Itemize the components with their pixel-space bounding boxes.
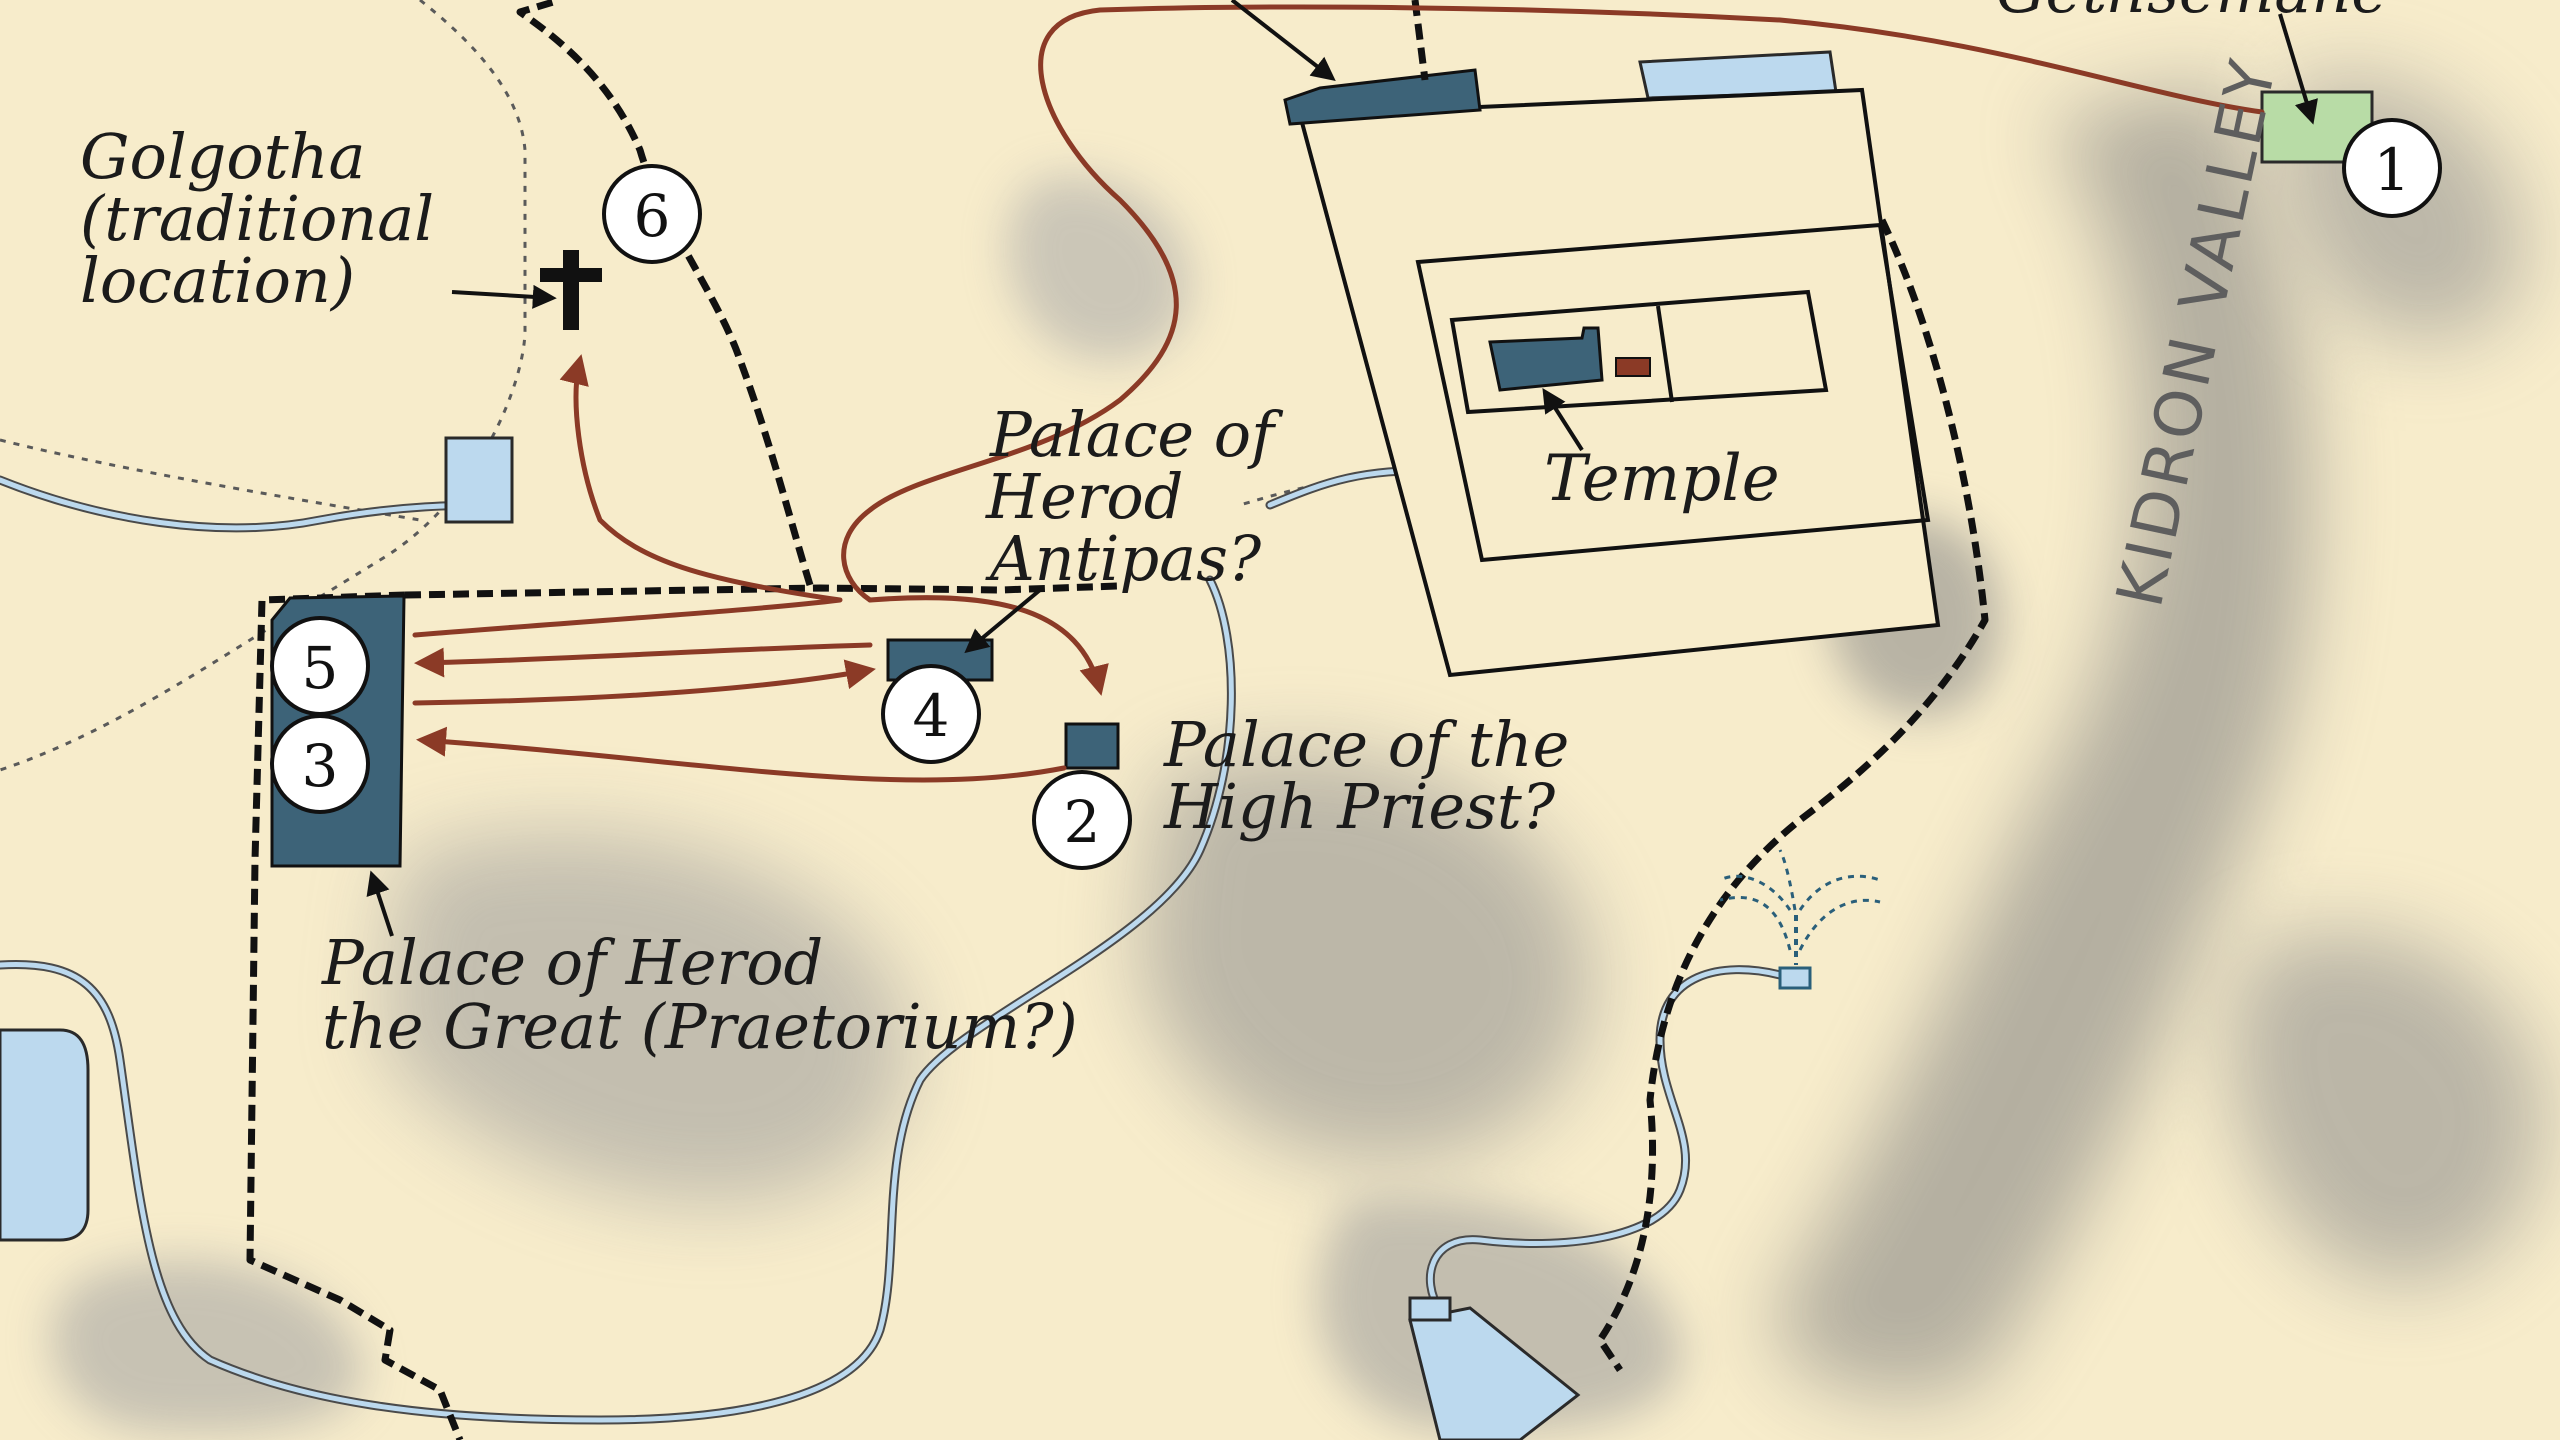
station-5-marker [270,616,370,716]
temple-mount [1297,87,1941,678]
label-herod-great-1: Palace of Herod [321,926,823,999]
station-4-marker [881,664,981,764]
station-2-marker [1032,770,1132,870]
cross-icon [540,250,602,330]
route-high-priest-to-herod [416,726,1067,783]
palace-high-priest [1064,722,1120,770]
label-temple: Temple [1544,442,1780,516]
station-4-number: 4 [913,682,950,750]
route-herod-to-golgotha [412,354,843,638]
antonia-fortress [1283,68,1482,126]
station-1-marker [2342,118,2442,218]
label-golgotha-2: (traditional [80,182,434,255]
route-to-high-priest [867,595,1109,696]
temple-building [1488,326,1604,392]
station-markers [270,118,2442,870]
pool-siloam-small [1408,1296,1452,1322]
pool-west [0,1028,90,1242]
label-high-priest-2: High Priest? [1163,770,1556,843]
label-herod-great-2: the Great (Praetorium?) [322,990,1078,1063]
label-antipas-3: Antipas? [985,522,1262,595]
route-antipas-to-herod [414,642,873,678]
label-golgotha-3: location) [80,244,355,317]
station-3-number: 3 [302,732,339,800]
station-2-number: 2 [1064,788,1101,856]
spring-icon [1719,849,1881,990]
altar [1615,357,1651,377]
station-6-marker [602,164,702,264]
station-5-number: 5 [302,634,339,702]
route-gethsemane-to-city [841,4,2265,603]
station-6-number: 6 [634,182,671,250]
station-1-number: 1 [2374,136,2411,204]
pool-siloam [1408,1306,1581,1440]
label-antipas-2: Herod [985,460,1183,533]
passion-route [412,4,2265,783]
label-pointers [366,0,2318,937]
city-walls [246,0,1989,1440]
label-golgotha-1: Golgotha [80,120,366,193]
pool-north [444,436,514,524]
label-high-priest-1: Palace of the [1163,708,1569,781]
label-gethsemane: Gethsemane [1996,0,2388,27]
route-herod-to-antipas [412,659,876,706]
pools [0,50,1838,1440]
label-antipas-1: Palace of [989,398,1284,471]
